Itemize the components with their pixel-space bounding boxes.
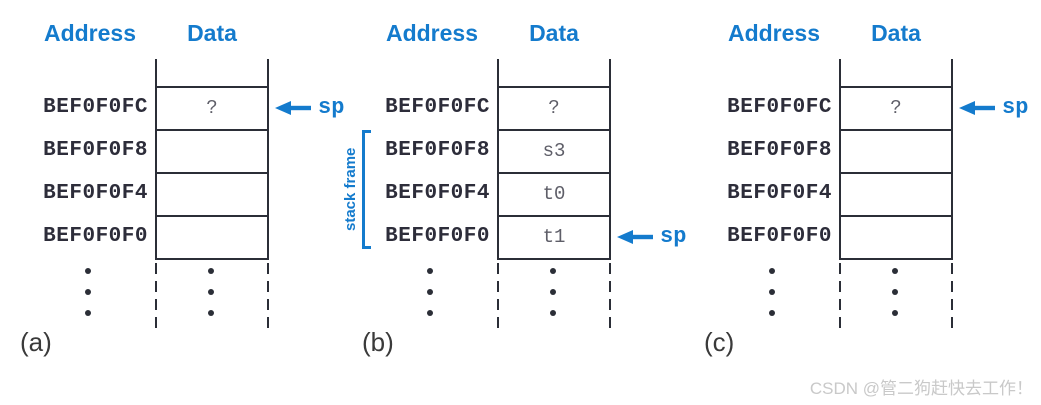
panel-caption: (b) <box>362 327 394 357</box>
panel-b: Address Data stack frame BEF0F0FC BEF0F0… <box>342 0 699 405</box>
dot <box>550 289 556 295</box>
dot <box>208 289 214 295</box>
address-label: BEF0F0F4 <box>43 182 148 205</box>
address-ellipsis-dots <box>769 268 775 316</box>
address-column-header: Address <box>727 20 821 46</box>
data-cell-value: t0 <box>542 183 566 205</box>
memory-continues-dashed-left <box>839 263 841 333</box>
memory-column-right-edge <box>951 59 953 260</box>
data-ellipsis-dots <box>208 268 214 316</box>
cell-divider <box>839 172 953 174</box>
address-label: BEF0F0F0 <box>43 225 148 248</box>
cell-divider <box>155 86 269 88</box>
cell-divider <box>497 258 611 260</box>
dot <box>85 289 91 295</box>
cell-divider <box>155 172 269 174</box>
cell-divider <box>839 129 953 131</box>
dot <box>85 268 91 274</box>
address-label: BEF0F0F0 <box>385 225 490 248</box>
stack-pointer-indicator: sp <box>617 224 686 250</box>
memory-continues-dashed-right <box>951 263 953 333</box>
data-cell-value <box>841 138 951 164</box>
panel-c: Address Data BEF0F0FC BEF0F0F8 BEF0F0F4 … <box>684 0 1041 405</box>
address-label: BEF0F0F4 <box>385 182 490 205</box>
dot <box>769 289 775 295</box>
memory-column-left-edge <box>839 59 841 260</box>
data-cell-value <box>841 224 951 250</box>
data-cell-value <box>157 138 267 164</box>
address-column-header: Address <box>385 20 479 46</box>
left-arrow-icon <box>617 230 653 244</box>
memory-continues-dashed-right <box>609 263 611 333</box>
data-ellipsis-dots <box>550 268 556 316</box>
data-ellipsis-dots <box>892 268 898 316</box>
dot <box>208 310 214 316</box>
dot <box>892 289 898 295</box>
dot <box>85 310 91 316</box>
data-cell-value <box>157 181 267 207</box>
cell-divider <box>155 258 269 260</box>
memory-column-left-edge <box>155 59 157 260</box>
dot <box>427 310 433 316</box>
left-arrow-icon <box>959 101 995 115</box>
data-column-header: Data <box>187 20 237 46</box>
address-ellipsis-dots <box>427 268 433 316</box>
left-arrow-icon <box>275 101 311 115</box>
data-cell-value: s3 <box>542 140 566 162</box>
sp-register-label: sp <box>1002 95 1029 120</box>
data-cell-value: t1 <box>542 226 566 248</box>
address-label: BEF0F0FC <box>385 96 490 119</box>
dot <box>550 310 556 316</box>
address-label: BEF0F0F8 <box>727 139 832 162</box>
stack-pointer-indicator: sp <box>959 95 1028 121</box>
cell-divider <box>839 215 953 217</box>
data-cell-value <box>841 181 951 207</box>
data-column-header: Data <box>529 20 579 46</box>
dot <box>208 268 214 274</box>
dot <box>427 268 433 274</box>
memory-continues-dashed-right <box>267 263 269 333</box>
panel-caption: (c) <box>704 327 735 357</box>
dot <box>769 268 775 274</box>
stack-pointer-indicator: sp <box>275 95 344 121</box>
dot <box>769 310 775 316</box>
data-cell-value: ? <box>548 97 560 119</box>
cell-divider <box>839 258 953 260</box>
dot <box>550 268 556 274</box>
address-label: BEF0F0F8 <box>43 139 148 162</box>
csdn-watermark: CSDN @管二狗赶快去工作！ <box>809 379 1033 398</box>
data-cell-value: ? <box>206 97 218 119</box>
cell-divider <box>497 129 611 131</box>
cell-divider <box>155 215 269 217</box>
address-label: BEF0F0F4 <box>727 182 832 205</box>
address-label: BEF0F0F8 <box>385 139 490 162</box>
memory-continues-dashed-left <box>155 263 157 333</box>
memory-column-right-edge <box>609 59 611 260</box>
address-ellipsis-dots <box>85 268 91 316</box>
cell-divider <box>497 215 611 217</box>
panel-caption: (a) <box>20 327 52 357</box>
stack-frame-bracket <box>362 130 371 249</box>
data-column-header: Data <box>871 20 921 46</box>
sp-register-label: sp <box>660 224 687 249</box>
dot <box>427 289 433 295</box>
sp-register-label: sp <box>318 95 345 120</box>
cell-divider <box>497 172 611 174</box>
cell-divider <box>155 129 269 131</box>
memory-column-left-edge <box>497 59 499 260</box>
memory-column-right-edge <box>267 59 269 260</box>
address-label: BEF0F0FC <box>43 96 148 119</box>
address-column-header: Address <box>43 20 137 46</box>
cell-divider <box>497 86 611 88</box>
dot <box>892 310 898 316</box>
memory-continues-dashed-left <box>497 263 499 333</box>
panel-a: Address Data BEF0F0FC BEF0F0F8 BEF0F0F4 … <box>0 0 357 405</box>
address-label: BEF0F0FC <box>727 96 832 119</box>
address-label: BEF0F0F0 <box>727 225 832 248</box>
cell-divider <box>839 86 953 88</box>
data-cell-value: ? <box>890 97 902 119</box>
dot <box>892 268 898 274</box>
data-cell-value <box>157 224 267 250</box>
